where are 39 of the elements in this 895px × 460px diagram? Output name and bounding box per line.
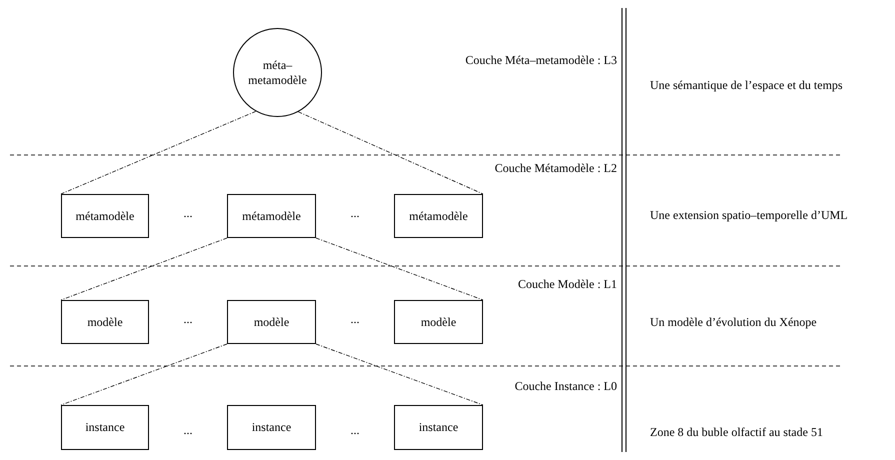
layer-title: Couche Instance : L0: [514, 379, 617, 393]
model-box: [394, 194, 483, 238]
node-label: métamodèle: [76, 208, 134, 224]
connector-line: [316, 344, 484, 406]
node-label: modèle: [87, 314, 123, 330]
layer-title: Couche Métamodèle : L2: [494, 161, 617, 175]
node-label: instance: [85, 420, 125, 435]
node-label: métamodèle: [242, 208, 301, 224]
ellipsis: ...: [184, 312, 192, 326]
layer-description: Une sémantique de l’espace et du temps: [650, 78, 843, 92]
connector-line: [60, 111, 256, 194]
model-box: [61, 300, 149, 344]
node-label: métamodèle: [409, 208, 468, 224]
connector-line: [316, 238, 484, 300]
model-box: [394, 405, 483, 450]
layer-title: Couche Méta–metamodèle : L3: [465, 53, 617, 67]
layer-description: Un modèle d’évolution du Xénope: [650, 315, 817, 329]
layer-description: Zone 8 du buble olfactif au stade 51: [650, 425, 823, 439]
layer-description: Une extension spatio–temporelle d’UML: [650, 208, 848, 222]
node-label: instance: [252, 420, 292, 435]
model-box: [394, 300, 483, 344]
node-label: modèle: [254, 314, 290, 330]
ellipsis: ...: [350, 423, 360, 437]
ellipsis: ...: [184, 206, 192, 220]
connector-line: [60, 238, 228, 300]
ellipsis: ...: [350, 312, 360, 326]
model-box: [227, 194, 316, 238]
node-label: modèle: [420, 314, 456, 330]
ellipsis: ...: [184, 423, 192, 437]
model-box: [227, 300, 316, 344]
node-label: instance: [418, 420, 458, 435]
model-box: [61, 405, 149, 450]
model-box: [61, 194, 149, 238]
model-box: [227, 405, 316, 450]
connector-line: [60, 344, 228, 406]
ellipsis: ...: [350, 206, 360, 220]
connector-line: [298, 111, 484, 194]
node-label: méta– metamodèle: [247, 58, 308, 88]
layer-title: Couche Modèle : L1: [518, 277, 617, 291]
